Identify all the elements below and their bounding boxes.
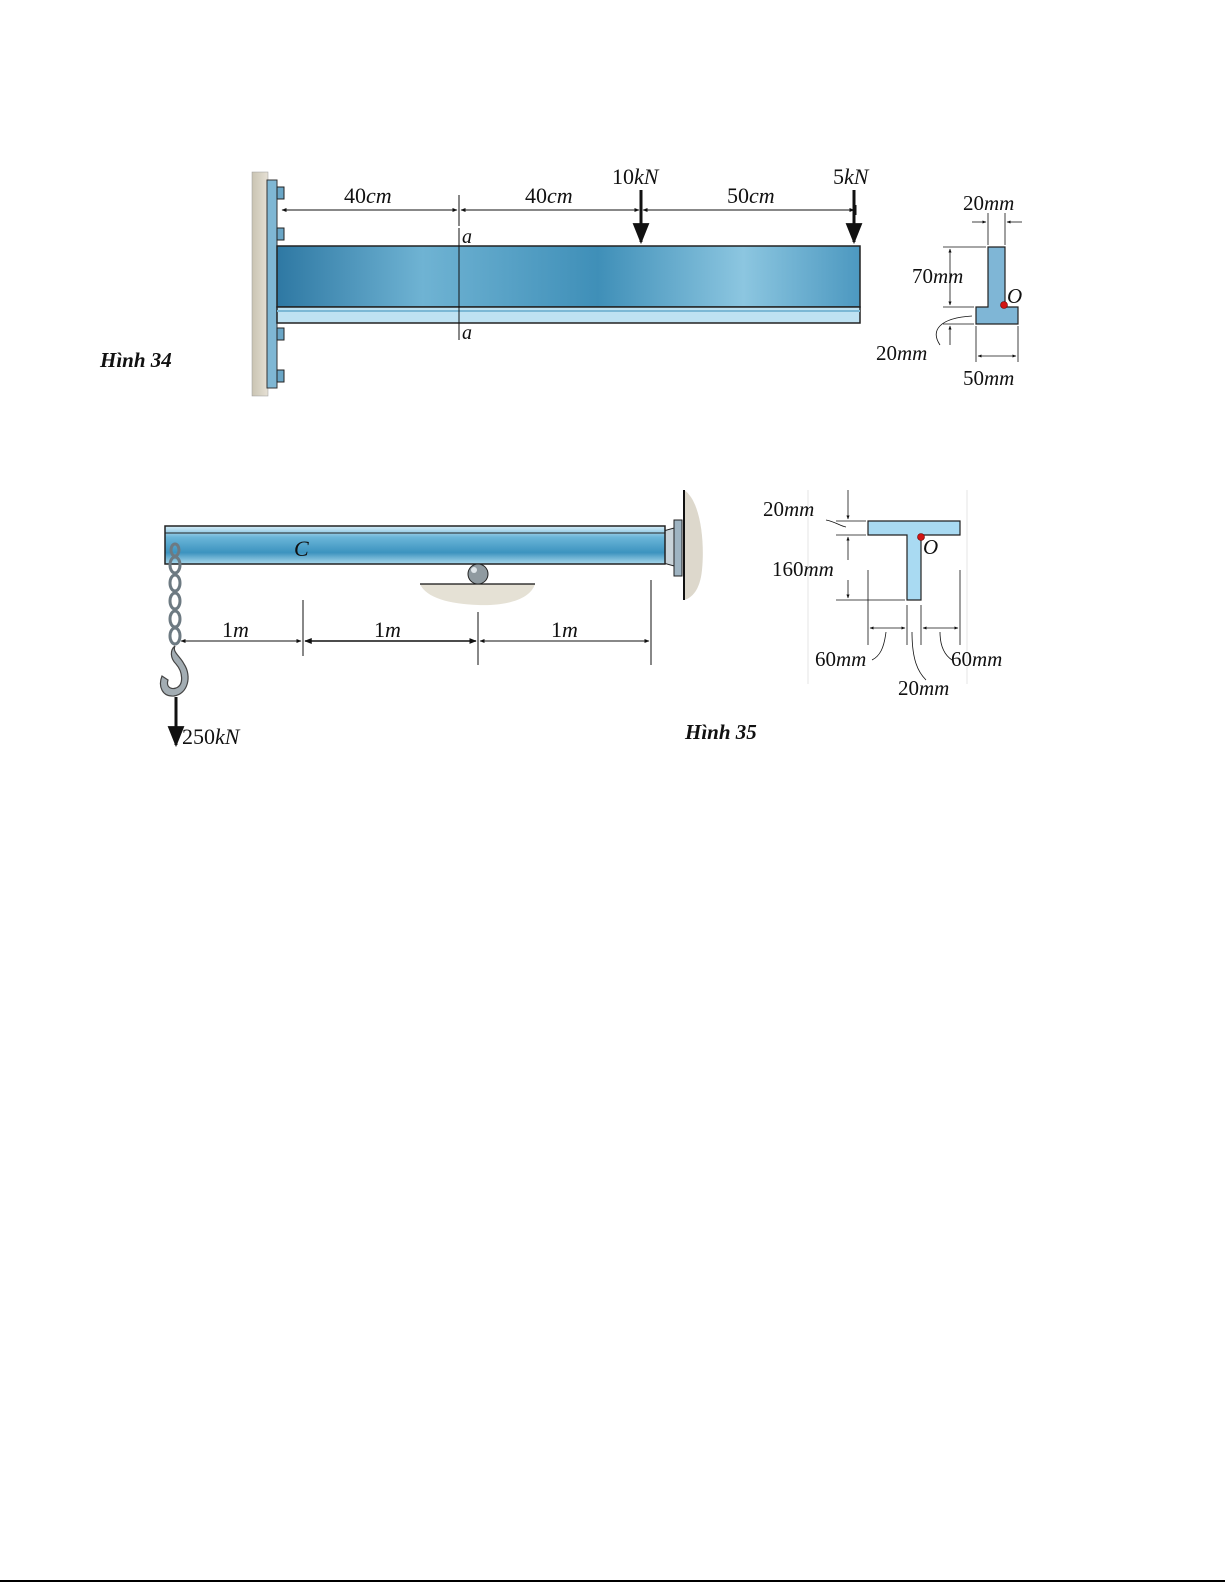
section-mark-bottom: a xyxy=(462,322,472,344)
t-centroid-label: O xyxy=(923,535,938,559)
dim-label-2: 40cm xyxy=(525,183,573,208)
bolt xyxy=(277,228,284,240)
wall-fig34 xyxy=(252,172,268,396)
t-left-overhang-label: 60mm xyxy=(815,647,866,671)
figure-34: a a 40cm 40cm 50cm 10kN 5kN 20mm xyxy=(252,164,1022,396)
cross-section-fig34: 20mm 70mm 20mm 50mm O xyxy=(876,191,1022,390)
load-label-fig35: 250kN xyxy=(182,724,241,749)
roller xyxy=(468,564,488,584)
span-label-3: 1m xyxy=(551,617,578,642)
section-bottom-width-label: 50mm xyxy=(963,366,1014,390)
bottom-rule xyxy=(0,1580,1225,1582)
section-top-width-label: 20mm xyxy=(963,191,1014,215)
section-flange-label: 20mm xyxy=(876,341,927,365)
dim-label-1: 40cm xyxy=(344,183,392,208)
load-label-2: 5kN xyxy=(833,164,870,189)
load-label-1: 10kN xyxy=(612,164,660,189)
ground-fig35 xyxy=(420,584,535,605)
wall-fig35 xyxy=(684,490,703,600)
beam-fig35 xyxy=(165,526,665,564)
section-mark-top: a xyxy=(462,226,472,248)
t-web-width-label: 20mm xyxy=(898,676,949,700)
hook xyxy=(161,646,189,696)
bolt xyxy=(277,328,284,340)
t-flange-label: 20mm xyxy=(763,497,814,521)
bolt xyxy=(277,187,284,199)
figure-35-caption: Hình 35 xyxy=(685,720,757,745)
bolt xyxy=(277,370,284,382)
t-section-shape xyxy=(868,521,960,600)
t-web-height-label: 160mm xyxy=(772,557,834,581)
cross-section-fig35: 20mm 160mm 60mm 60mm 20mm O xyxy=(763,490,1002,700)
mounting-plate xyxy=(267,180,277,388)
figure-34-caption: Hình 34 xyxy=(100,348,172,373)
t-right-overhang-label: 60mm xyxy=(951,647,1002,671)
wall-bracket xyxy=(674,520,682,576)
beam-fig34 xyxy=(277,246,860,307)
beam-flange-fig34 xyxy=(277,307,860,323)
dim-label-3: 50cm xyxy=(727,183,775,208)
centroid-label: O xyxy=(1007,284,1022,308)
point-c-label: C xyxy=(294,536,309,561)
figure-35: C 250kN 1m 1m 1m xyxy=(161,490,1003,749)
span-label-1: 1m xyxy=(222,617,249,642)
section-height-label: 70mm xyxy=(912,264,963,288)
span-label-2: 1m xyxy=(374,617,401,642)
